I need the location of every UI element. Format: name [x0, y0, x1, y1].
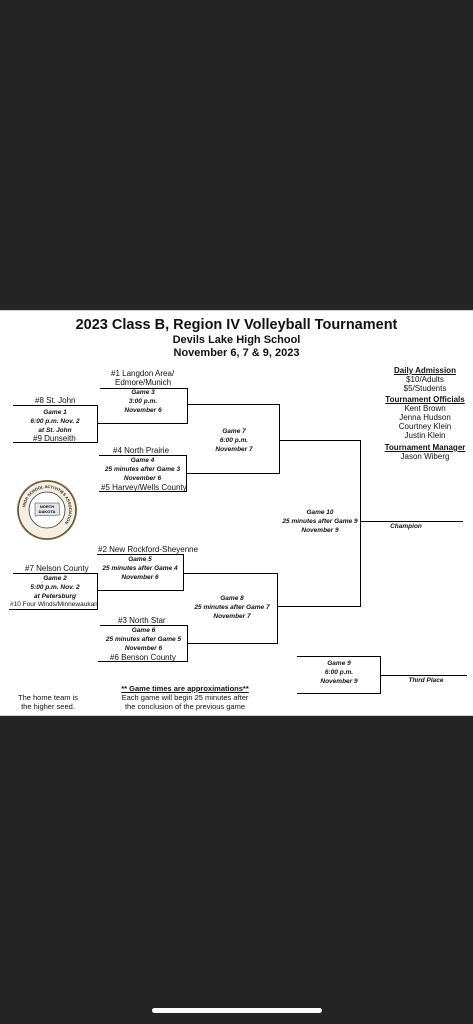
bracket-line	[183, 554, 184, 591]
team-10: #10 Four Winds/Minnewaukan	[10, 601, 98, 608]
bracket-line	[97, 405, 98, 443]
bracket-sheet: 2023 Class B, Region IV Volleyball Tourn…	[0, 310, 473, 716]
bracket-line	[187, 473, 280, 474]
bracket-line	[278, 606, 361, 607]
official-name: Jenna Hudson	[399, 413, 451, 422]
team-5: #5 Harvey/Wells County	[101, 483, 187, 492]
bracket-line	[380, 656, 381, 694]
bracket-line	[99, 491, 187, 492]
team-6: #6 Benson County	[110, 653, 176, 662]
tournament-dates: November 6, 7 & 9, 2023	[173, 347, 300, 359]
admission-students: $5/Students	[403, 384, 447, 393]
team-8: #8 St. John	[35, 396, 76, 405]
bracket-line	[13, 405, 98, 406]
manager-heading: Tournament Manager	[384, 443, 466, 452]
champion-label: Champion	[390, 523, 422, 530]
home-indicator[interactable]	[152, 1008, 322, 1013]
third-place-label: Third Place	[408, 677, 444, 684]
bracket-line	[297, 656, 381, 657]
bracket-line	[280, 440, 361, 441]
bracket-line	[98, 661, 188, 662]
bracket-line	[9, 609, 98, 610]
bracket-line	[186, 455, 187, 492]
host-school: Devils Lake High School	[172, 334, 301, 346]
manager-name: Jason Wiberg	[400, 452, 450, 461]
team-3: #3 North Star	[118, 616, 166, 625]
team-1-line2: Edmore/Munich	[115, 378, 172, 387]
bracket-line	[13, 442, 98, 443]
official-name: Justin Klein	[404, 431, 446, 440]
seal-center-line1: NORTH	[40, 504, 54, 509]
bracket-line	[97, 554, 184, 555]
team-4: #4 North Prairie	[113, 446, 170, 455]
officials-heading: Tournament Officials	[385, 395, 465, 404]
bracket-line	[100, 625, 188, 626]
bracket-line	[188, 404, 280, 405]
bracket-line	[13, 573, 98, 574]
admission-heading: Daily Admission	[394, 366, 456, 375]
bracket-line	[97, 423, 188, 424]
bracket-line	[187, 388, 188, 424]
bracket-line	[100, 388, 188, 389]
team-1-line1: #1 Langdon Area/	[111, 369, 175, 378]
bracket-line	[97, 590, 184, 591]
bracket-line	[297, 693, 381, 694]
bracket-line	[187, 643, 278, 644]
bracket-line	[184, 573, 278, 574]
bracket-line	[279, 404, 280, 474]
bracket-line	[360, 440, 361, 607]
bracket-line	[277, 573, 278, 644]
admission-adults: $10/Adults	[406, 375, 444, 384]
game-times-note: ** Game times are approximations** Each …	[121, 684, 249, 711]
ndhsaa-seal-icon: HIGH SCHOOL ACTIVITIES ASSOCIATION NORTH…	[17, 480, 77, 540]
team-7: #7 Nelson County	[25, 564, 89, 573]
tournament-title: 2023 Class B, Region IV Volleyball Tourn…	[75, 317, 398, 333]
official-name: Courtney Klein	[398, 422, 452, 431]
official-name: Kent Brown	[404, 404, 446, 413]
seal-center-line2: DAKOTA	[39, 509, 56, 514]
bracket-line	[381, 675, 467, 676]
bracket-line	[99, 455, 187, 456]
team-9: #9 Dunseith	[33, 434, 76, 443]
bracket-line	[97, 573, 98, 610]
bracket-line	[361, 521, 463, 522]
team-2: #2 New Rockford-Sheyenne	[98, 545, 199, 554]
